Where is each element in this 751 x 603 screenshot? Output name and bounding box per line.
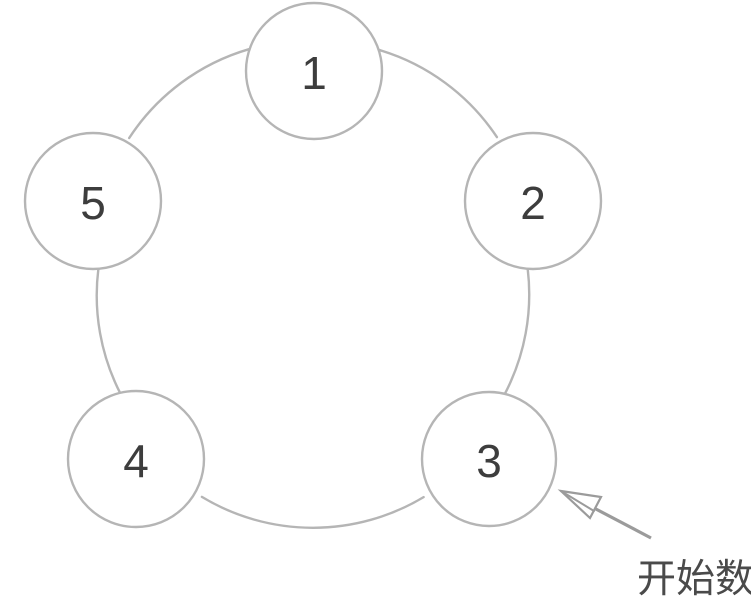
- node-4[interactable]: 4: [66, 389, 206, 529]
- node-4-label: 4: [123, 435, 149, 487]
- node-1-circle[interactable]: [244, 1, 384, 141]
- edge-group: [95, 48, 531, 529]
- node-1-label: 1: [301, 47, 327, 99]
- node-3-label: 3: [476, 435, 502, 487]
- edge-5-to-1: [127, 48, 251, 140]
- edge-2-to-3: [503, 267, 531, 396]
- node-2-label: 2: [520, 177, 546, 229]
- edge-4-to-5: [95, 267, 122, 396]
- node-5[interactable]: 5: [23, 131, 163, 271]
- node-2-circle[interactable]: [463, 131, 603, 271]
- node-3[interactable]: 3: [420, 390, 558, 528]
- arrow-head-spine-icon: [560, 490, 595, 512]
- node-3-circle[interactable]: [420, 390, 558, 528]
- node-4-circle[interactable]: [66, 389, 206, 529]
- node-1[interactable]: 1: [244, 1, 384, 141]
- start-number-annotation-label: 开始数: [637, 557, 751, 602]
- start-pointer-arrow: [557, 489, 652, 540]
- arrow-shaft-line: [591, 505, 652, 540]
- node-2[interactable]: 2: [463, 131, 603, 271]
- edge-3-to-4: [200, 495, 425, 529]
- edge-1-to-2: [377, 48, 499, 139]
- node-5-circle[interactable]: [23, 131, 163, 271]
- node-5-label: 5: [80, 177, 106, 229]
